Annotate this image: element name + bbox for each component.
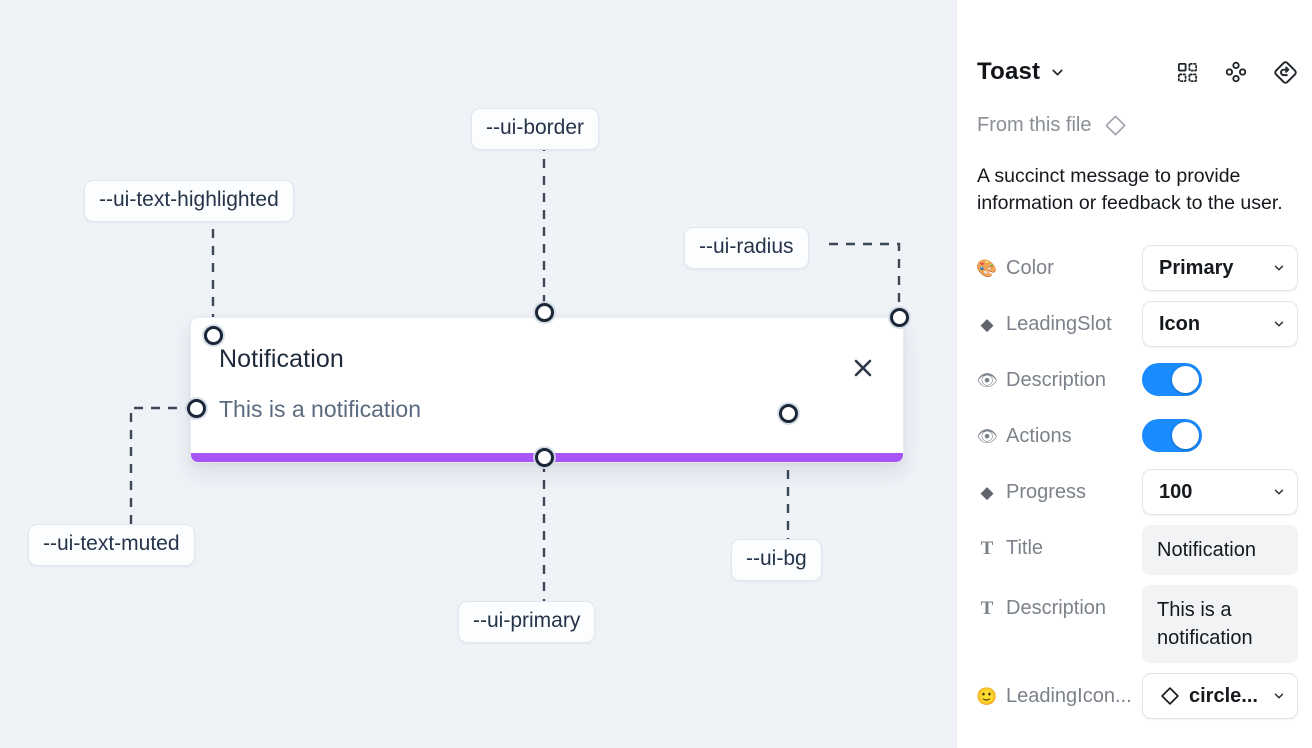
panel-header: Toast xyxy=(977,52,1298,92)
from-this-file-label: From this file xyxy=(977,114,1092,136)
token-pill-text-highlighted[interactable]: --ui-text-highlighted xyxy=(84,180,294,223)
property-name: Description xyxy=(1006,368,1107,391)
chevron-down-icon xyxy=(1272,261,1286,275)
property-name: Title xyxy=(1006,536,1044,559)
anchor-dot-border[interactable] xyxy=(535,303,554,322)
property-label-description: 👁 Description xyxy=(977,357,1142,403)
close-x-icon[interactable] xyxy=(849,354,877,382)
toast-title: Notification xyxy=(219,345,344,373)
reset-instance-icon[interactable] xyxy=(1272,59,1298,85)
diamond-solid-icon: ◆ xyxy=(980,482,994,502)
property-control: circle... xyxy=(1142,673,1298,719)
text-t-icon: T xyxy=(980,537,994,559)
chevron-down-icon xyxy=(1272,317,1286,331)
component-grid-icon[interactable] xyxy=(1174,59,1200,85)
property-control: Icon xyxy=(1142,301,1298,347)
property-row-leadingicon: 🙂 LeadingIcon... circle... xyxy=(957,673,1312,719)
token-pill-bg[interactable]: --ui-bg xyxy=(731,539,822,582)
chevron-down-icon xyxy=(1272,485,1286,499)
anchor-dot-radius[interactable] xyxy=(890,308,909,327)
property-control xyxy=(1142,357,1298,396)
property-label-color: 🎨 Color xyxy=(977,245,1142,291)
diamond-solid-icon: ◆ xyxy=(980,314,994,334)
property-label-leadingicon: 🙂 LeadingIcon... xyxy=(977,673,1142,719)
property-list: 🎨 Color Primary ◆ LeadingSlot xyxy=(957,245,1312,729)
eye-emoji-icon: 👁 xyxy=(977,370,998,390)
property-name: Actions xyxy=(1006,424,1072,447)
text-t-icon: T xyxy=(980,597,994,619)
toggle-knob xyxy=(1172,366,1199,393)
property-control: Notification xyxy=(1142,525,1298,575)
toast-component-preview[interactable]: Notification This is a notification xyxy=(190,317,904,463)
token-pill-text-muted[interactable]: --ui-text-muted xyxy=(28,524,195,567)
color-select[interactable]: Primary xyxy=(1142,245,1298,291)
chevron-down-icon[interactable] xyxy=(1049,64,1066,81)
progress-select[interactable]: 100 xyxy=(1142,469,1298,515)
leadingicon-select[interactable]: circle... xyxy=(1142,673,1298,719)
property-row-progress: ◆ Progress 100 xyxy=(957,469,1312,515)
page-title: Toast xyxy=(977,58,1041,85)
from-this-file-row[interactable]: From this file xyxy=(977,113,1128,138)
component-description: A succinct message to provide informatio… xyxy=(977,165,1283,214)
property-row-color: 🎨 Color Primary xyxy=(957,245,1312,291)
property-label-actions: 👁 Actions xyxy=(977,413,1142,459)
leadingslot-select-value: Icon xyxy=(1159,312,1201,335)
token-pill-radius[interactable]: --ui-radius xyxy=(684,227,809,270)
leadingslot-select[interactable]: Icon xyxy=(1142,301,1298,347)
diamond-outline-icon xyxy=(1103,113,1128,138)
smiley-emoji-icon: 🙂 xyxy=(977,686,998,706)
property-label-description-text: T Description xyxy=(977,585,1142,631)
variants-diamond-dots-icon[interactable] xyxy=(1223,59,1249,85)
property-label-title: T Title xyxy=(977,525,1142,571)
description-toggle[interactable] xyxy=(1142,363,1202,396)
property-name: LeadingSlot xyxy=(1006,312,1112,335)
property-row-leadingslot: ◆ LeadingSlot Icon xyxy=(957,301,1312,347)
property-control: Primary xyxy=(1142,245,1298,291)
description-input[interactable]: This is a notification xyxy=(1142,585,1298,663)
property-name: Progress xyxy=(1006,480,1087,503)
eye-emoji-icon: 👁 xyxy=(977,426,998,446)
color-select-value: Primary xyxy=(1159,256,1234,279)
property-control xyxy=(1142,413,1298,452)
palette-emoji-icon: 🎨 xyxy=(977,258,998,278)
anchor-dot-text-muted[interactable] xyxy=(187,399,206,418)
properties-panel: Toast xyxy=(956,0,1312,748)
property-row-title: T Title Notification xyxy=(957,525,1312,575)
property-control: 100 xyxy=(1142,469,1298,515)
title-input[interactable]: Notification xyxy=(1142,525,1298,575)
property-name: Description xyxy=(1006,596,1107,619)
leadingicon-select-value: circle... xyxy=(1189,684,1258,707)
toast-description: This is a notification xyxy=(219,396,421,422)
property-label-progress: ◆ Progress xyxy=(977,469,1142,515)
anchor-dot-primary[interactable] xyxy=(535,448,554,467)
design-canvas[interactable]: Notification This is a notification --ui… xyxy=(0,0,956,748)
token-pill-primary[interactable]: --ui-primary xyxy=(458,601,596,644)
chevron-down-icon xyxy=(1272,689,1286,703)
anchor-dot-bg[interactable] xyxy=(779,404,798,423)
property-row-description-text: T Description This is a notification xyxy=(957,585,1312,663)
diamond-outline-icon xyxy=(1159,685,1181,707)
actions-toggle[interactable] xyxy=(1142,419,1202,452)
token-pill-border[interactable]: --ui-border xyxy=(471,108,600,151)
progress-select-value: 100 xyxy=(1159,480,1193,503)
anchor-dot-text-highlighted[interactable] xyxy=(204,326,223,345)
header-icon-group xyxy=(1174,59,1298,85)
property-row-description-toggle: 👁 Description xyxy=(957,357,1312,403)
property-row-actions-toggle: 👁 Actions xyxy=(957,413,1312,459)
property-name: LeadingIcon... xyxy=(1006,684,1132,707)
property-control: This is a notification xyxy=(1142,585,1298,663)
property-label-leadingslot: ◆ LeadingSlot xyxy=(977,301,1142,347)
toggle-knob xyxy=(1172,422,1199,449)
property-name: Color xyxy=(1006,256,1054,279)
